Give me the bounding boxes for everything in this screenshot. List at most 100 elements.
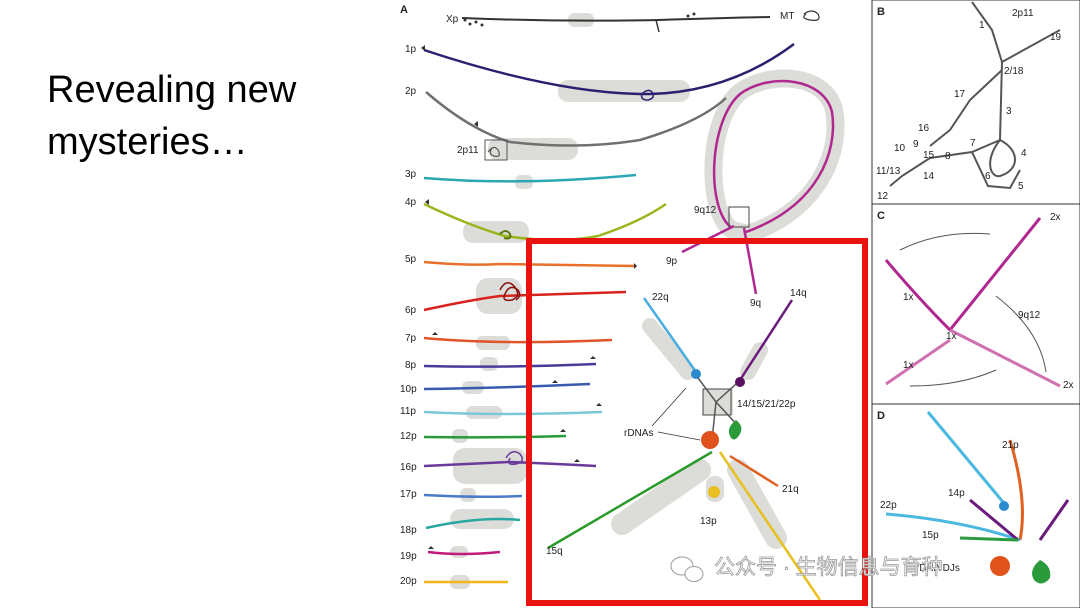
shade-22q [642, 318, 696, 380]
b-label-8: 10 [894, 143, 906, 154]
rdna-pointer-1 [651, 387, 687, 427]
chromosome-13q [718, 451, 822, 601]
panel-b-letter: B [877, 6, 885, 18]
panel-d-strand-22p [885, 512, 1021, 542]
d-label-2: 22p [880, 500, 897, 511]
b-label-9: 15 [923, 150, 935, 161]
chromosome-17p [423, 493, 523, 499]
shade-17p [460, 488, 476, 502]
label-8p: 8p [405, 360, 417, 371]
box-9q12 [728, 206, 750, 228]
d-label-3: 14p [948, 488, 965, 499]
b-label-12: 4 [1021, 148, 1027, 159]
b-label-6: 3 [1006, 106, 1012, 117]
shade-7p [476, 336, 510, 350]
slide-title-line-1: Revealing new [47, 69, 297, 111]
panel-d-rdna-red [990, 556, 1010, 576]
xp-branch [655, 19, 660, 33]
panel-a-letter: A [400, 4, 408, 16]
panel-c: C 2x 1x 9q12 1x 1x 2x [871, 203, 1080, 405]
box-center [702, 388, 732, 416]
b-label-2: 1 [979, 20, 985, 31]
panel-c-strand-1 [884, 217, 1042, 333]
b-label-17: 5 [1018, 181, 1024, 192]
shade-16p [453, 448, 527, 484]
label-9q12: 9q12 [694, 205, 717, 216]
d-label-5: rDNA DJs [916, 563, 960, 574]
panel-c-arrow-2 [995, 295, 1047, 373]
d-label-1: 21p [1002, 440, 1019, 451]
b-label-1: 2p11 [1012, 8, 1034, 19]
mt-loop [803, 10, 820, 21]
chromosome-8p [423, 362, 597, 368]
label-15q: 15q [546, 546, 563, 557]
b-label-15: 14 [923, 171, 935, 182]
label-combined: 14/15/21/22p [737, 399, 796, 410]
label-17p: 17p [400, 489, 417, 500]
panel-b: B 2p11 1 19 2/18 17 3 16 10 15 8 7 4 9 1… [871, 0, 1080, 205]
b-label-7: 16 [918, 123, 930, 134]
13p-knot [708, 486, 720, 498]
panel-c-frame [871, 203, 1080, 405]
label-9q: 9q [750, 298, 761, 309]
chromosome-12p [423, 434, 567, 439]
shade-15q [611, 459, 711, 535]
highlight-box [526, 238, 868, 606]
panel-a: A [400, 4, 845, 601]
chromosome-5p [423, 260, 637, 268]
panel-d-strand-22 [926, 411, 1010, 509]
chromosome-9-loop [712, 79, 835, 234]
xp-end-dots [463, 12, 696, 27]
end-markers [421, 45, 637, 549]
chromosome-16p [423, 460, 597, 468]
label-9p: 9p [666, 256, 678, 267]
c-label-5: 1x [903, 360, 914, 371]
panel-b-graph [889, 1, 1061, 190]
chromosome-3p [423, 173, 637, 183]
label-22q: 22q [652, 292, 669, 303]
chromosome-4p-knot [499, 230, 512, 240]
chromosome-14q [738, 299, 794, 381]
panel-d-knot-22 [999, 501, 1009, 511]
panel-b-frame [871, 0, 1080, 205]
b-label-16: 6 [985, 171, 991, 182]
rdna-pointer-2 [657, 431, 701, 441]
label-mt: MT [780, 11, 794, 22]
label-10p: 10p [400, 384, 417, 395]
shade-19p [450, 546, 468, 558]
chromosome-10p [423, 382, 591, 391]
panel-d-letter: D [877, 410, 885, 422]
label-5p: 5p [405, 254, 417, 265]
panel-d-strand-15 [959, 536, 1019, 542]
label-11p: 11p [400, 406, 416, 417]
chromosome-11p [423, 410, 603, 416]
chromosome-19p [427, 550, 501, 556]
shade-2p [488, 138, 578, 160]
rdna-knot-red [701, 431, 719, 449]
panel-c-strand-2 [885, 328, 1061, 388]
panel-d-frame [871, 403, 1080, 608]
panel-c-arrow-3 [909, 369, 997, 387]
b-label-13: 9 [913, 139, 919, 150]
chromosome-xp-line [461, 16, 771, 22]
panel-d-rdna-green [1032, 560, 1051, 584]
chromosome-4p [423, 202, 667, 242]
label-2p: 2p [405, 86, 417, 97]
panel-c-letter: C [877, 210, 885, 222]
chromosome-1p-knot [640, 89, 655, 101]
panel-d: D 21p 22p 14p 15p rDNA DJs [871, 403, 1080, 608]
label-3p: 3p [405, 169, 417, 180]
c-label-2: 1x [903, 292, 914, 303]
chromosome-6p-knot [499, 282, 521, 302]
shade-11p [466, 406, 502, 419]
c-label-4: 1x [946, 331, 957, 342]
b-label-4: 2/18 [1004, 66, 1024, 77]
shade-1p [558, 80, 690, 102]
c-label-1: 2x [1050, 212, 1061, 223]
chromosome-15q [547, 450, 713, 550]
chromosome-1p [423, 42, 795, 96]
label-19p: 19p [400, 551, 417, 562]
d-label-4: 15p [922, 530, 939, 541]
label-16p: 16p [400, 462, 417, 473]
